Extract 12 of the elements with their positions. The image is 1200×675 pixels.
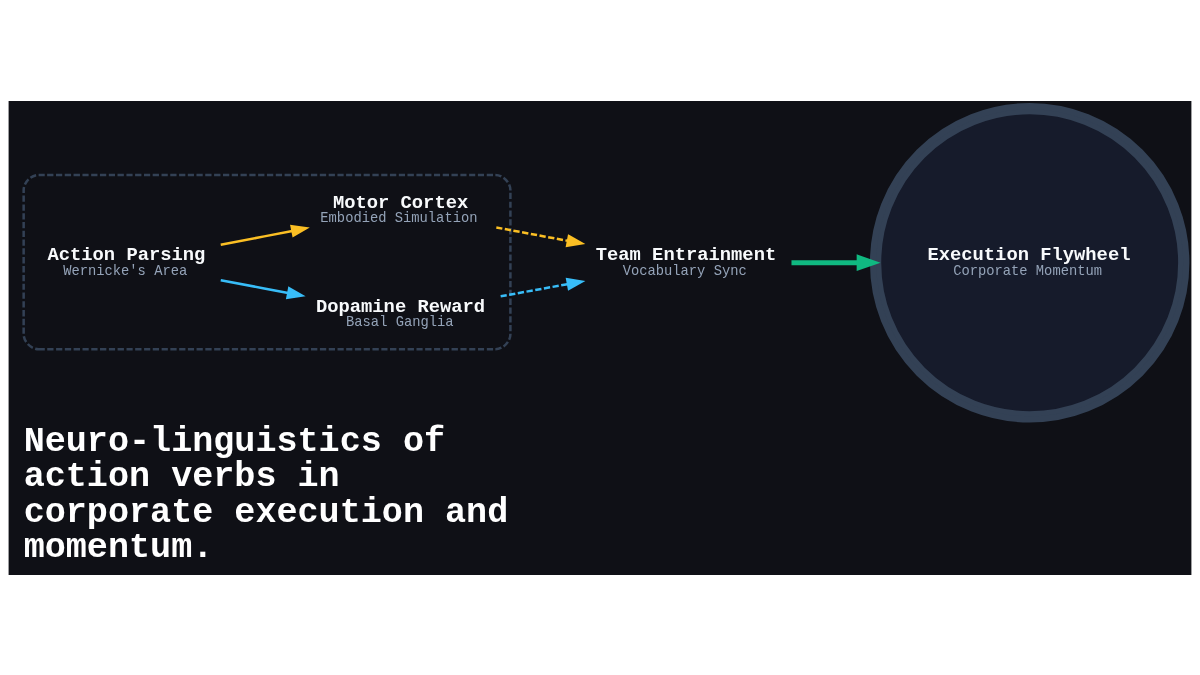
arrow (496, 225, 586, 247)
arrow (220, 278, 306, 299)
node-text: Action Parsing Wernicke's Area (47, 243, 206, 279)
node-text: Motor Cortex Embodied Simulation (320, 191, 478, 226)
arrow (220, 224, 310, 246)
cluster (22, 173, 512, 351)
arrow (500, 277, 586, 298)
node-text: Dopamine Reward Basal Ganglia (315, 295, 486, 330)
node-text: Team Entrainment Vocabulary Sync (595, 243, 777, 279)
diagram-title: Neuro-linguistics of action verbs in corporate execution and momentum. (23, 421, 509, 568)
node-circle: Execution Flywheel Corporate Momentum (869, 102, 1190, 422)
arrow (791, 253, 881, 271)
